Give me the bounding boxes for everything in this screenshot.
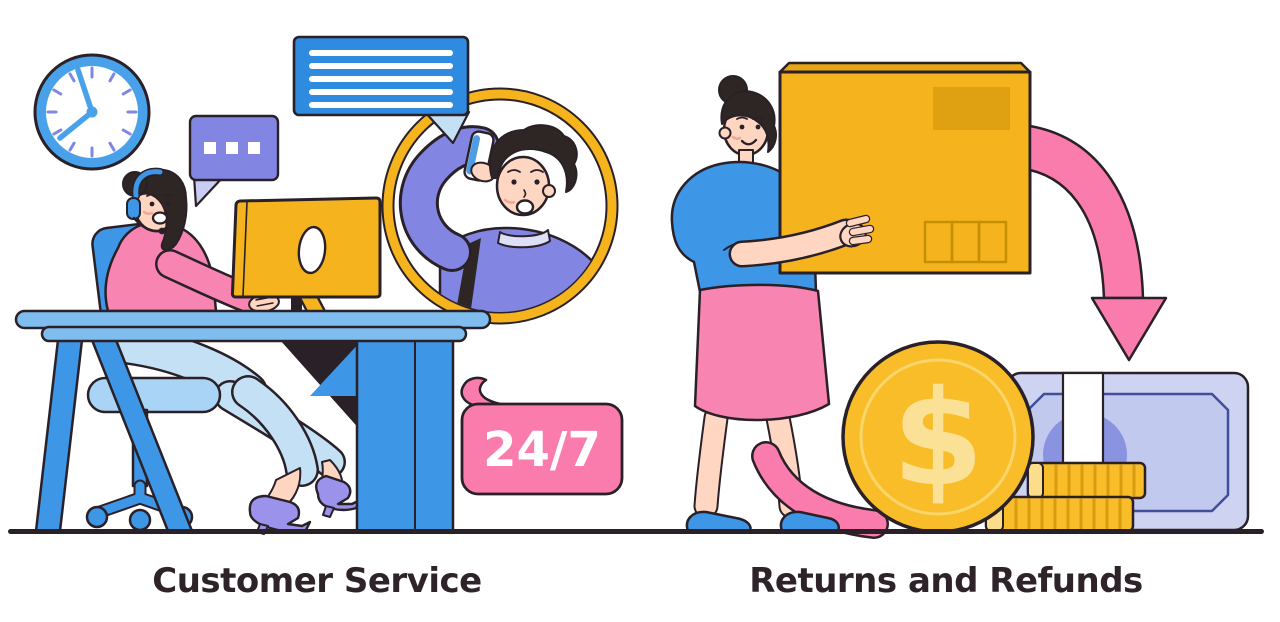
arrow-head [1090,296,1168,362]
agent-hair [136,168,188,251]
fingers [845,214,875,246]
carrier-skirt [693,283,831,422]
box-label [933,87,1010,130]
dollar-sign: $ [892,362,984,516]
carrier-arm [728,214,875,268]
chat-bubble-dots-icon [188,114,280,208]
refund-swoosh [751,441,889,539]
headset-icon [126,167,166,235]
clock-hands [57,67,95,141]
caller-smile [515,199,535,215]
carrier-hair [720,90,777,153]
left-caption: Customer Service [152,561,481,601]
desk [14,309,492,343]
badge-curl [460,376,512,408]
returns-refunds-illustration: $ [670,61,1250,539]
dollar-coin-icon: $ [841,340,1035,534]
badge-24-7: 24/7 [460,376,624,496]
cabinet-shading [310,340,362,396]
flat-shoe [685,510,752,533]
badge-label: 24/7 [483,422,601,478]
agent-legs [110,325,362,535]
box-slots [923,220,1008,264]
return-arrow-icon [1028,124,1168,362]
monitor-icon [230,196,382,317]
clock-ticks [46,66,138,158]
ground-line [8,529,1264,534]
desk-cabinet [355,338,455,533]
monitor-logo [297,225,327,275]
clock-icon [33,53,151,171]
chat-bubble-lines-icon [292,35,471,145]
bag-strap [455,238,481,312]
high-heel-shoe [315,474,362,512]
caller-hair [489,124,578,193]
agent-smile [151,211,169,225]
caller-circle [381,87,619,325]
carrier-smile [740,138,758,146]
customer-service-illustration: 24/7 [14,35,624,535]
caller-collar [497,229,551,249]
flat-shoe [779,510,840,533]
right-caption: Returns and Refunds [749,561,1143,601]
parcel-box-icon [778,61,1032,275]
